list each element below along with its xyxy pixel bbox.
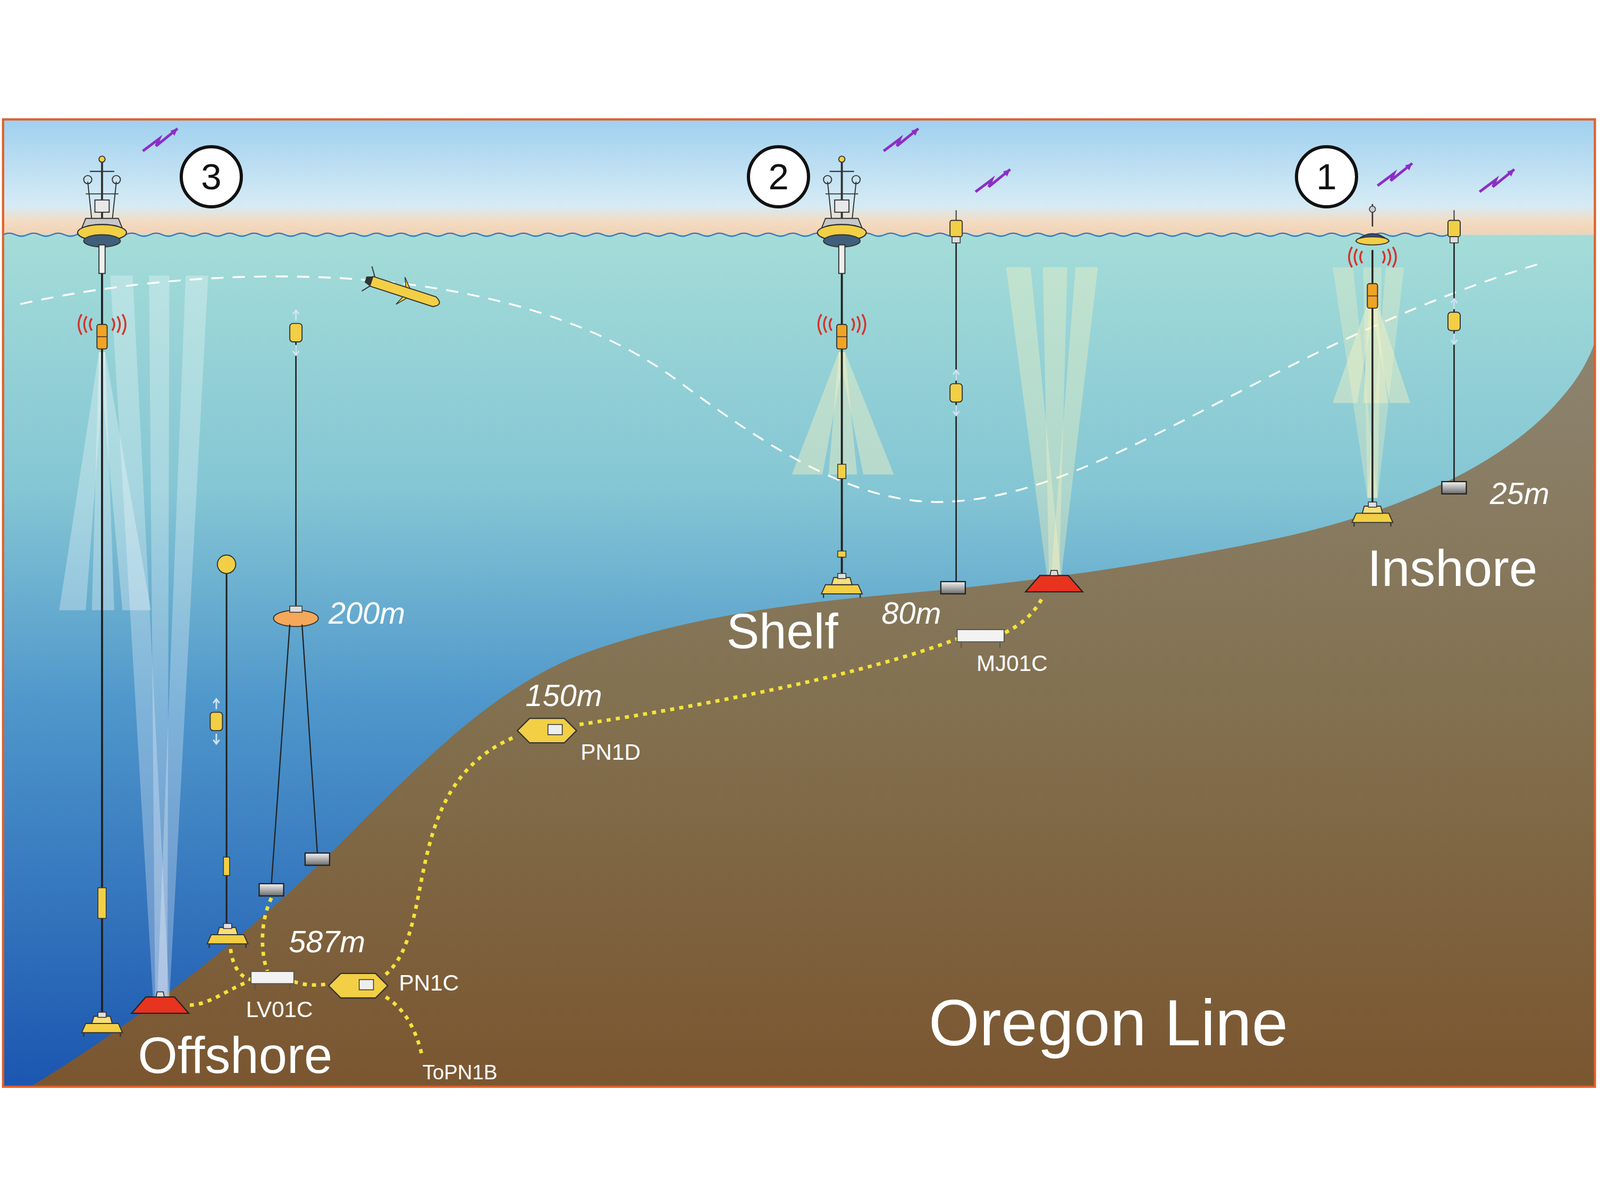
cable-note: ToPN1B	[422, 1062, 498, 1083]
line-title: Oregon Line	[928, 990, 1288, 1056]
callout-circle: 1	[1294, 145, 1359, 209]
callout-number: 3	[200, 158, 222, 196]
depth-label: 200m	[328, 598, 406, 629]
callout-circle: 2	[746, 145, 811, 209]
node-name: PN1D	[580, 740, 641, 764]
node-name: LV01C	[246, 998, 314, 1021]
depth-label: 587m	[288, 926, 366, 958]
site-name: Offshore	[137, 1029, 333, 1081]
depth-label: 80m	[881, 598, 942, 629]
node-name: MJ01C	[976, 652, 1048, 675]
site-name: Inshore	[1367, 542, 1538, 594]
callout-number: 2	[768, 158, 789, 196]
callout-number: 1	[1316, 158, 1337, 196]
callout-circle: 3	[179, 145, 243, 209]
site-name: Shelf	[726, 607, 839, 656]
node-name: PN1C	[399, 971, 460, 995]
depth-label: 25m	[1489, 478, 1550, 510]
depth-label: 150m	[525, 680, 603, 712]
